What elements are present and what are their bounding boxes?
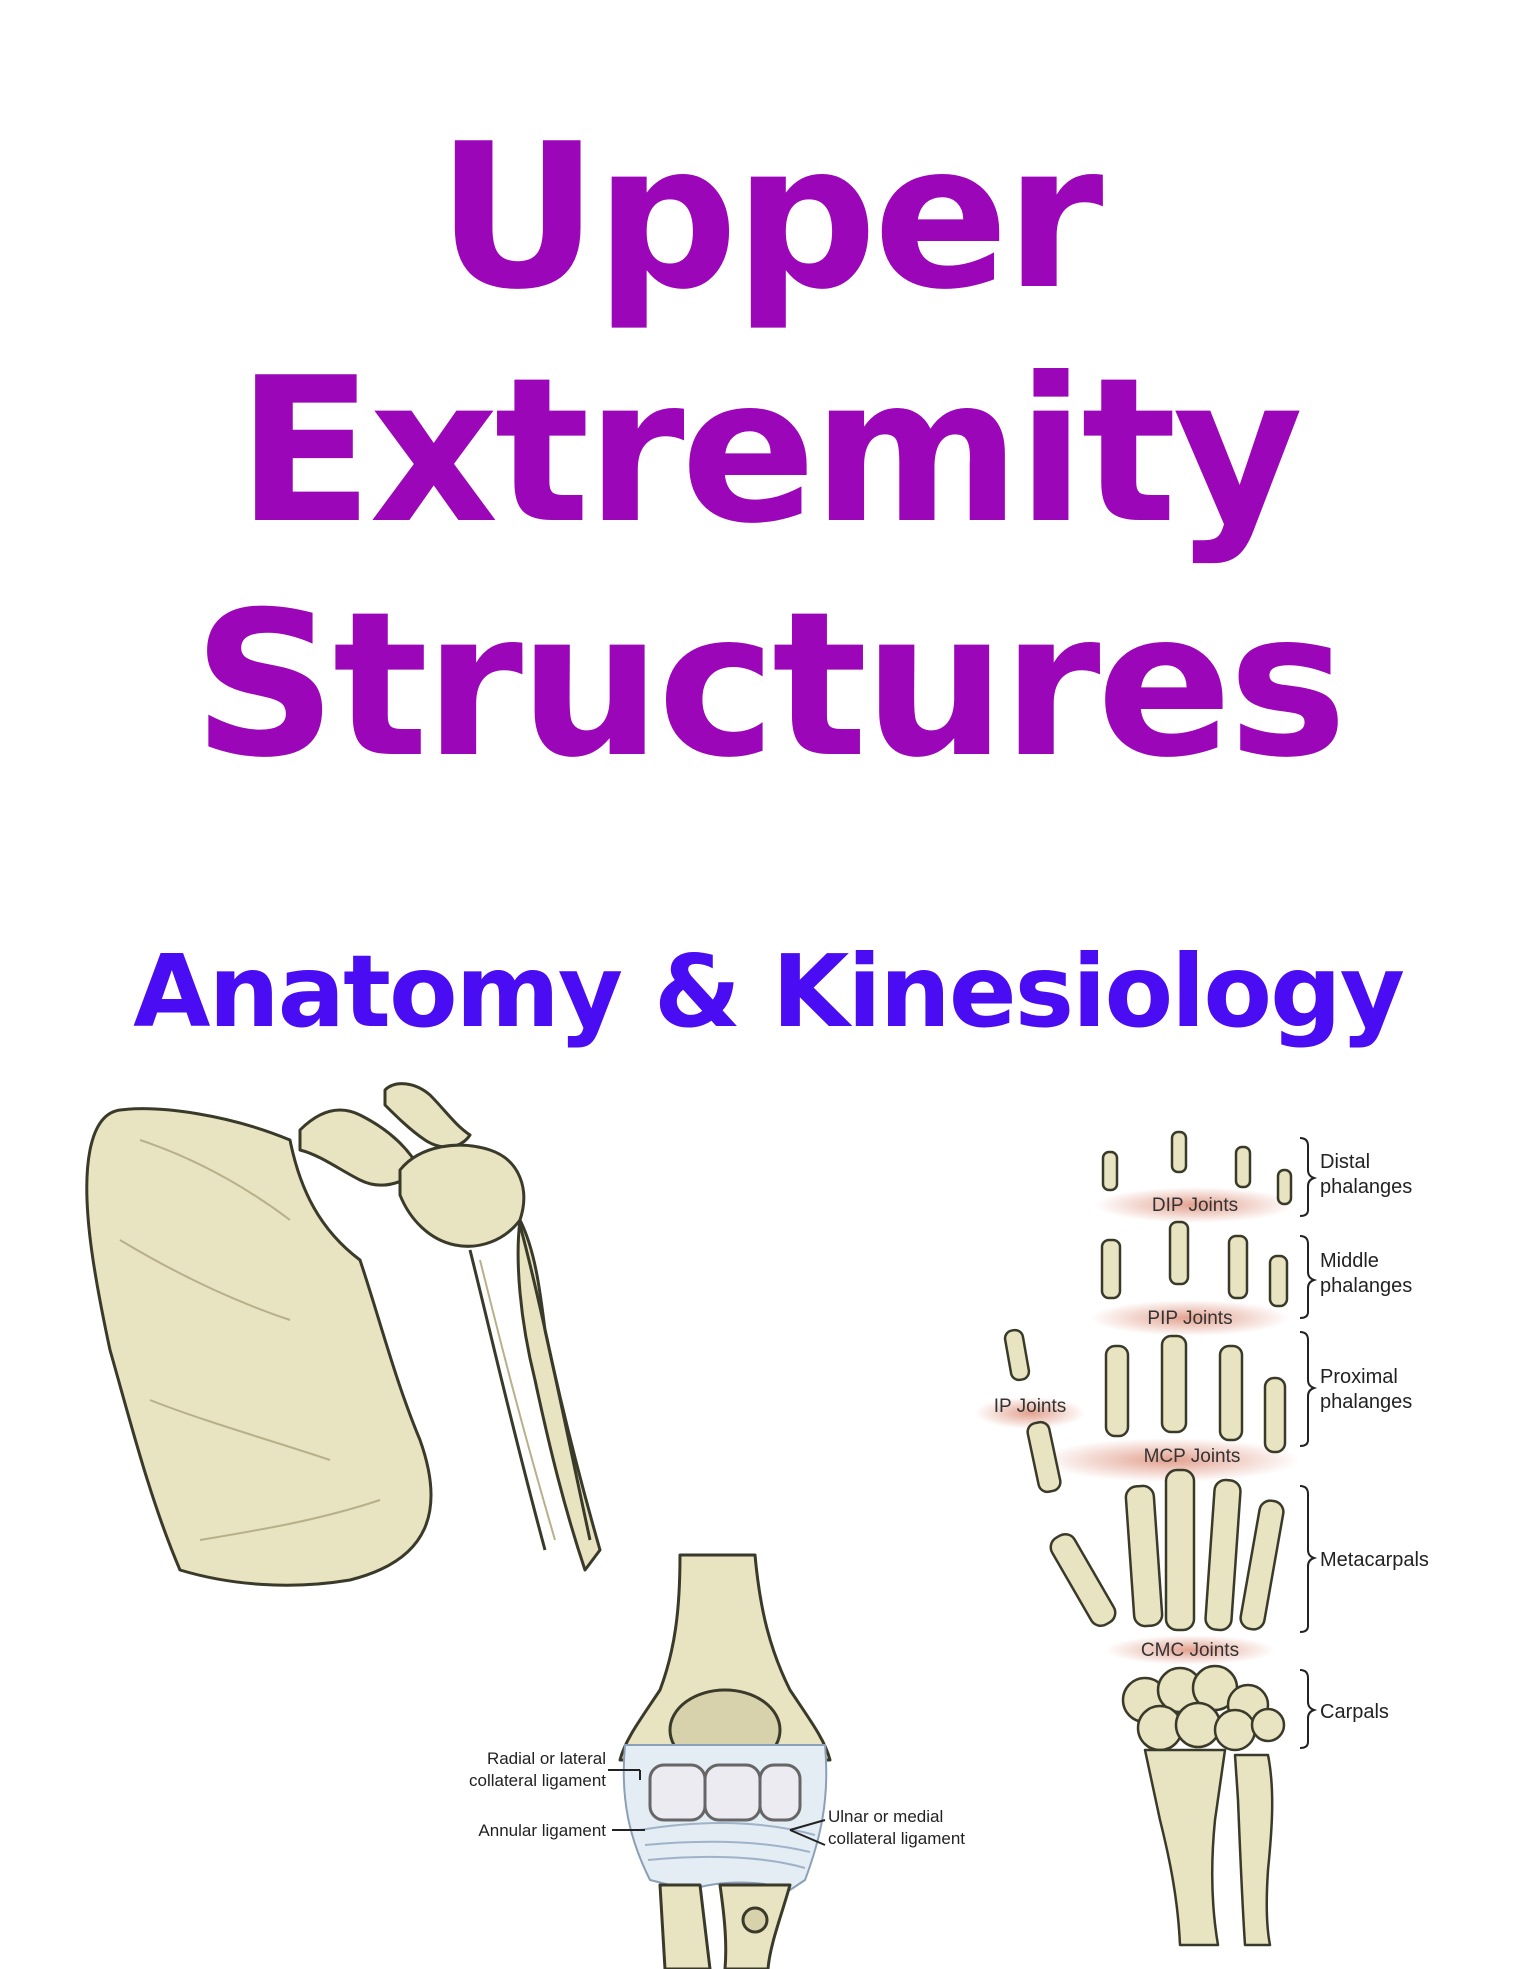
- mcp-joints-label: MCP Joints: [1144, 1446, 1241, 1467]
- group-brackets: [1299, 1137, 1318, 1749]
- ip-joints-label: IP Joints: [994, 1396, 1067, 1417]
- mcp-joint-band: [1040, 1438, 1300, 1482]
- middle-phalanges-label-2: phalanges: [1320, 1275, 1412, 1297]
- radius-bone: [658, 1883, 712, 1969]
- ip-joint-band: [975, 1397, 1085, 1429]
- cmc-joint-band: [1105, 1635, 1275, 1665]
- trochlea-cartilage: [703, 1763, 762, 1822]
- proximal-phalanges-label-1: Proximal: [1320, 1366, 1398, 1388]
- hand-illustration: DIP Joints PIP Joints IP Joints MCP Join…: [975, 1130, 1429, 1947]
- title-line-1: Upper: [436, 101, 1103, 334]
- distal-phalanges-label-2: phalanges: [1320, 1176, 1412, 1198]
- carpals-label: Carpals: [1320, 1701, 1389, 1723]
- shoulder-illustration: [85, 1082, 602, 1587]
- elbow-illustration: [618, 1553, 832, 1969]
- radial-ligament-label-1: Radial or lateral: [487, 1749, 606, 1768]
- capitulum-cartilage: [648, 1763, 707, 1822]
- hand-ulna-bone: [1233, 1753, 1274, 1947]
- title-line-3: Structures: [192, 569, 1348, 802]
- subtitle: Anatomy & Kinesiology: [133, 933, 1405, 1050]
- dip-joint-band: [1095, 1187, 1295, 1223]
- metacarpals-label: Metacarpals: [1320, 1549, 1429, 1571]
- ulnar-ligament-label-1: Ulnar or medial: [828, 1807, 943, 1826]
- pip-joint-band: [1090, 1300, 1290, 1336]
- title-line-2: Extremity: [236, 335, 1303, 568]
- proximal-phalanges-label-2: phalanges: [1320, 1391, 1412, 1413]
- elbow-humerus-bone: [618, 1553, 832, 1762]
- hand-radius-bone: [1143, 1748, 1227, 1947]
- ulnar-ligament-label-2: collateral ligament: [828, 1829, 965, 1848]
- middle-phalanges-label-1: Middle: [1320, 1250, 1379, 1272]
- humerus-bone: [398, 1143, 602, 1572]
- distal-phalanges-label-1: Distal: [1320, 1151, 1370, 1173]
- dip-joints-label: DIP Joints: [1152, 1195, 1238, 1216]
- pip-joints-label: PIP Joints: [1147, 1308, 1232, 1329]
- coracoid-bone: [383, 1082, 472, 1149]
- radial-ligament-label-2: collateral ligament: [469, 1771, 606, 1790]
- elbow-labels: Radial or lateral collateral ligament An…: [469, 1749, 965, 1848]
- cmc-joints-label: CMC Joints: [1141, 1640, 1239, 1661]
- annular-ligament-label: Annular ligament: [478, 1821, 606, 1840]
- scapula-bone: [85, 1107, 433, 1587]
